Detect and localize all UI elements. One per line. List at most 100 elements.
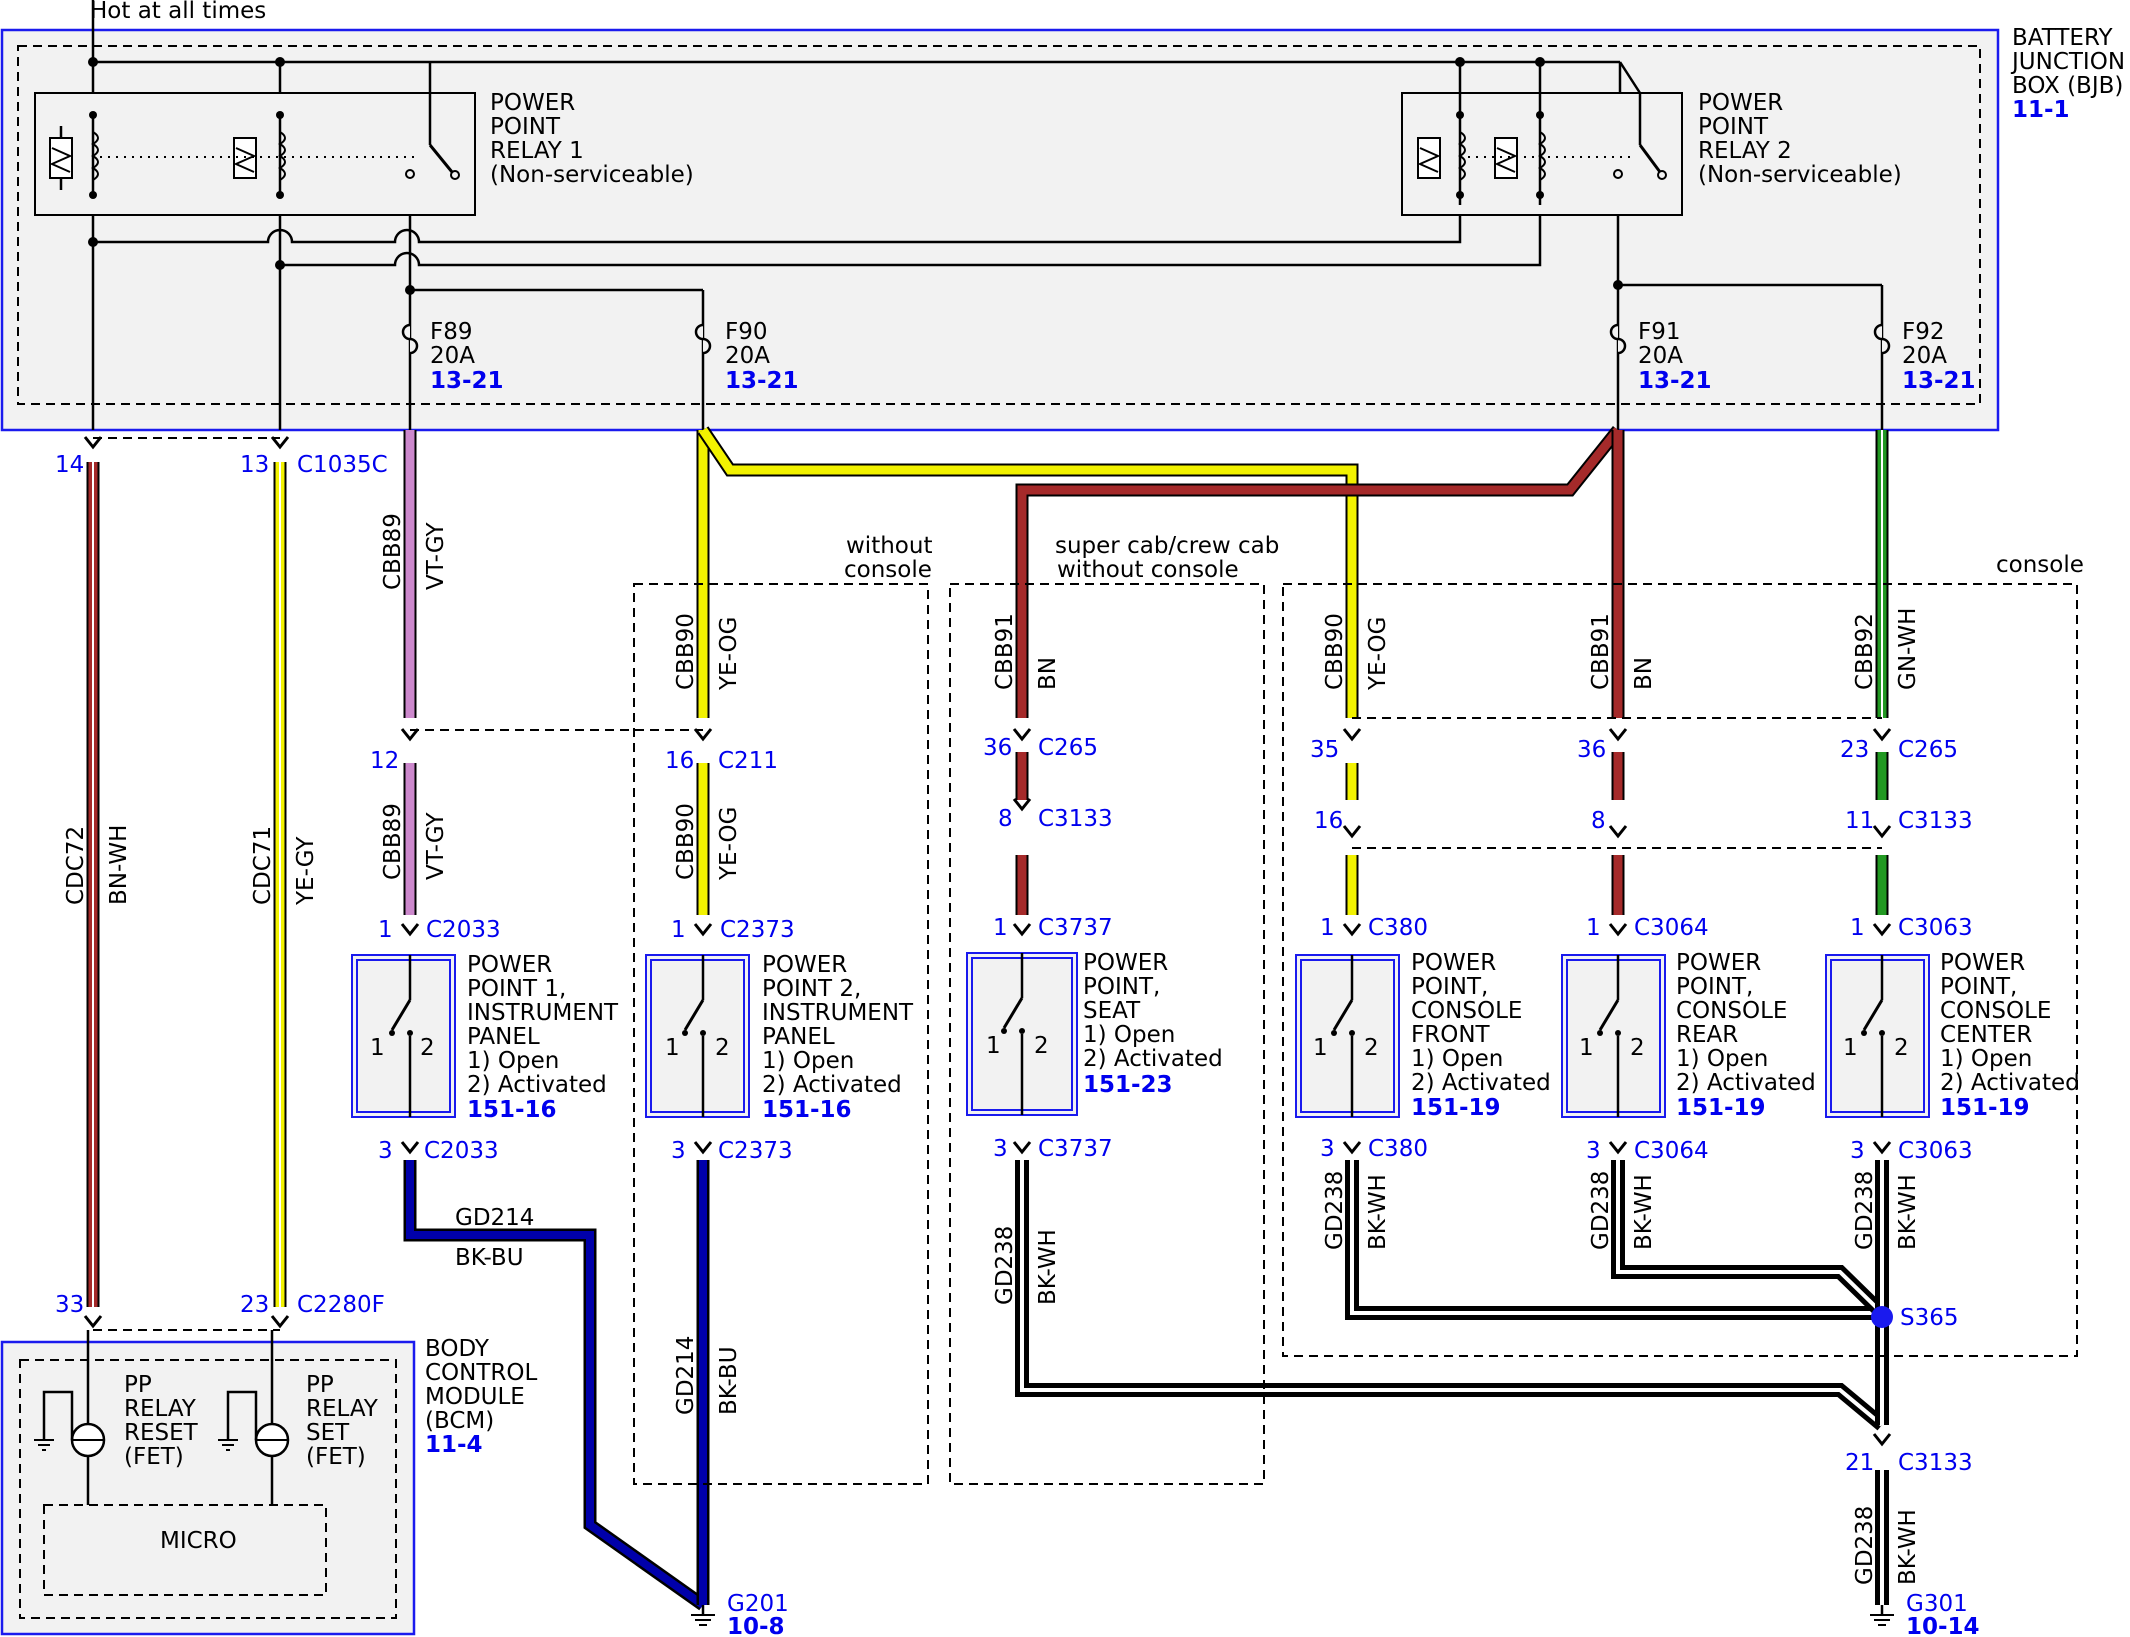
pin-36: 36 (1577, 737, 1606, 763)
wire-label-cdc72: CDC72 (63, 826, 89, 905)
connector-c2373[interactable]: C2373 (720, 917, 795, 943)
splice-s365-icon[interactable] (1871, 1306, 1893, 1328)
switch-power-point-2[interactable] (645, 954, 750, 1118)
connector-c211[interactable]: C211 (718, 748, 778, 774)
switch-2-label-3: INSTRUMENT (762, 1000, 914, 1026)
pin-12: 12 (370, 748, 399, 774)
wire-label-bkwh-seat: BK-WH (1035, 1229, 1061, 1305)
connector-c2033-out[interactable]: C2033 (424, 1138, 499, 1164)
switch-3-pin-2: 2 (1034, 1033, 1049, 1059)
relay-1-label-1: POWER (490, 90, 575, 116)
connector-c3133-ground[interactable]: C3133 (1898, 1450, 1973, 1476)
switch-2-label-4: PANEL (762, 1024, 835, 1050)
fuse-f90-ref[interactable]: 13-21 (725, 368, 799, 394)
wire-label-cbb90-console: CBB90 (1322, 613, 1348, 690)
wire-label-gd214-2: GD214 (673, 1336, 699, 1415)
switch-3-label-3: SEAT (1083, 998, 1141, 1024)
connector-c3063-out[interactable]: C3063 (1898, 1138, 1973, 1164)
switch-2-ref[interactable]: 151-16 (762, 1097, 852, 1123)
wire-label-bkwh-rear: BK-WH (1631, 1174, 1657, 1250)
ground-g201-ref[interactable]: 10-8 (727, 1614, 785, 1637)
wire-label-cbb92: CBB92 (1852, 613, 1878, 690)
switch-6-ref[interactable]: 151-19 (1940, 1095, 2030, 1121)
connector-c3064-out[interactable]: C3064 (1634, 1138, 1709, 1164)
ground-g201-icon (691, 1605, 715, 1626)
pin-23-c265: 23 (1840, 737, 1869, 763)
switch-console-center[interactable] (1825, 954, 1930, 1118)
bcm-reset-label-3: RESET (124, 1420, 199, 1446)
pin-8-c3133: 8 (998, 806, 1013, 832)
bcm-title-2: CONTROL (425, 1360, 538, 1386)
bcm-ref[interactable]: 11-4 (425, 1432, 483, 1458)
switch-power-point-1[interactable] (351, 954, 456, 1118)
pin-21: 21 (1845, 1450, 1874, 1476)
connector-c3064[interactable]: C3064 (1634, 915, 1709, 941)
switch-5-ref[interactable]: 151-19 (1676, 1095, 1766, 1121)
switch-6-state-2: 2) Activated (1940, 1070, 2080, 1096)
wire-label-gd238-seat: GD238 (992, 1226, 1018, 1305)
switch-5-label-2: POINT, (1676, 974, 1753, 1000)
connector-c3063[interactable]: C3063 (1898, 915, 1973, 941)
pin-14: 14 (55, 452, 84, 478)
ground-g201-label: G201 (727, 1591, 789, 1617)
connector-c380-out[interactable]: C380 (1368, 1136, 1428, 1162)
switch-1-pin-2: 2 (420, 1035, 435, 1061)
wire-label-gd238-ground: GD238 (1852, 1506, 1878, 1585)
switch-4-ref[interactable]: 151-19 (1411, 1095, 1501, 1121)
wire-label-gd238-front: GD238 (1322, 1171, 1348, 1250)
region-supercab-label-1: super cab/crew cab (1055, 533, 1279, 559)
connector-c3737-out[interactable]: C3737 (1038, 1136, 1113, 1162)
bcm-reset-label-1: PP (124, 1372, 152, 1398)
ground-g301-ref[interactable]: 10-14 (1906, 1614, 1980, 1637)
fuse-f89-ref[interactable]: 13-21 (430, 368, 504, 394)
wire-label-gd214: GD214 (455, 1205, 534, 1231)
pin-11: 11 (1845, 808, 1874, 834)
pin-3-c380: 3 (1320, 1136, 1335, 1162)
fuse-f91-ref[interactable]: 13-21 (1638, 368, 1712, 394)
splice-s365-label: S365 (1900, 1305, 1959, 1331)
pin-33: 33 (55, 1292, 84, 1318)
bcm-title-4: (BCM) (425, 1408, 494, 1434)
wire-label-bkbu: BK-BU (455, 1245, 524, 1271)
switch-4-pin-2: 2 (1364, 1035, 1379, 1061)
connector-c265-console[interactable]: C265 (1898, 737, 1958, 763)
pin-3-c3737: 3 (993, 1136, 1008, 1162)
connector-c2033[interactable]: C2033 (426, 917, 501, 943)
connector-c3737[interactable]: C3737 (1038, 915, 1113, 941)
bjb-ref[interactable]: 11-1 (2012, 97, 2070, 123)
wire-label-bn-console: BN (1631, 657, 1657, 690)
fuse-f91-name: F91 (1638, 319, 1681, 345)
bjb-title-3: BOX (BJB) (2012, 73, 2123, 99)
wire-label-vtgy-2: VT-GY (423, 812, 449, 880)
connector-c265[interactable]: C265 (1038, 735, 1098, 761)
fuse-f89-name: F89 (430, 319, 473, 345)
pin-8: 8 (1591, 808, 1606, 834)
switch-4-label-1: POWER (1411, 950, 1496, 976)
connector-c2280f[interactable]: C2280F (297, 1292, 385, 1318)
switch-5-label-3: CONSOLE (1676, 998, 1787, 1024)
connector-c1035c[interactable]: C1035C (297, 452, 388, 478)
pin-35: 35 (1310, 737, 1339, 763)
connector-c3133-console[interactable]: C3133 (1898, 808, 1973, 834)
switch-1-label-3: INSTRUMENT (467, 1000, 619, 1026)
wire-label-bkwh-front: BK-WH (1365, 1174, 1391, 1250)
switch-3-ref[interactable]: 151-23 (1083, 1072, 1173, 1098)
connector-c2373-out[interactable]: C2373 (718, 1138, 793, 1164)
switch-console-rear[interactable] (1561, 954, 1666, 1118)
bcm-title-1: BODY (425, 1336, 490, 1362)
switch-1-ref[interactable]: 151-16 (467, 1097, 557, 1123)
pin-36-c265: 36 (983, 735, 1012, 761)
switch-1-label-4: PANEL (467, 1024, 540, 1050)
fuse-f92-rating: 20A (1902, 343, 1947, 369)
pin-23: 23 (240, 1292, 269, 1318)
switch-5-label-1: POWER (1676, 950, 1761, 976)
connector-c3133[interactable]: C3133 (1038, 806, 1113, 832)
fuse-f91-rating: 20A (1638, 343, 1683, 369)
pin-3-c2373: 3 (671, 1138, 686, 1164)
body-control-module (0, 1330, 416, 1636)
fuse-f92-ref[interactable]: 13-21 (1902, 368, 1976, 394)
switch-power-point-seat[interactable] (966, 952, 1078, 1116)
switch-5-state-1: 1) Open (1676, 1046, 1768, 1072)
switch-console-front[interactable] (1295, 954, 1400, 1118)
connector-c380[interactable]: C380 (1368, 915, 1428, 941)
